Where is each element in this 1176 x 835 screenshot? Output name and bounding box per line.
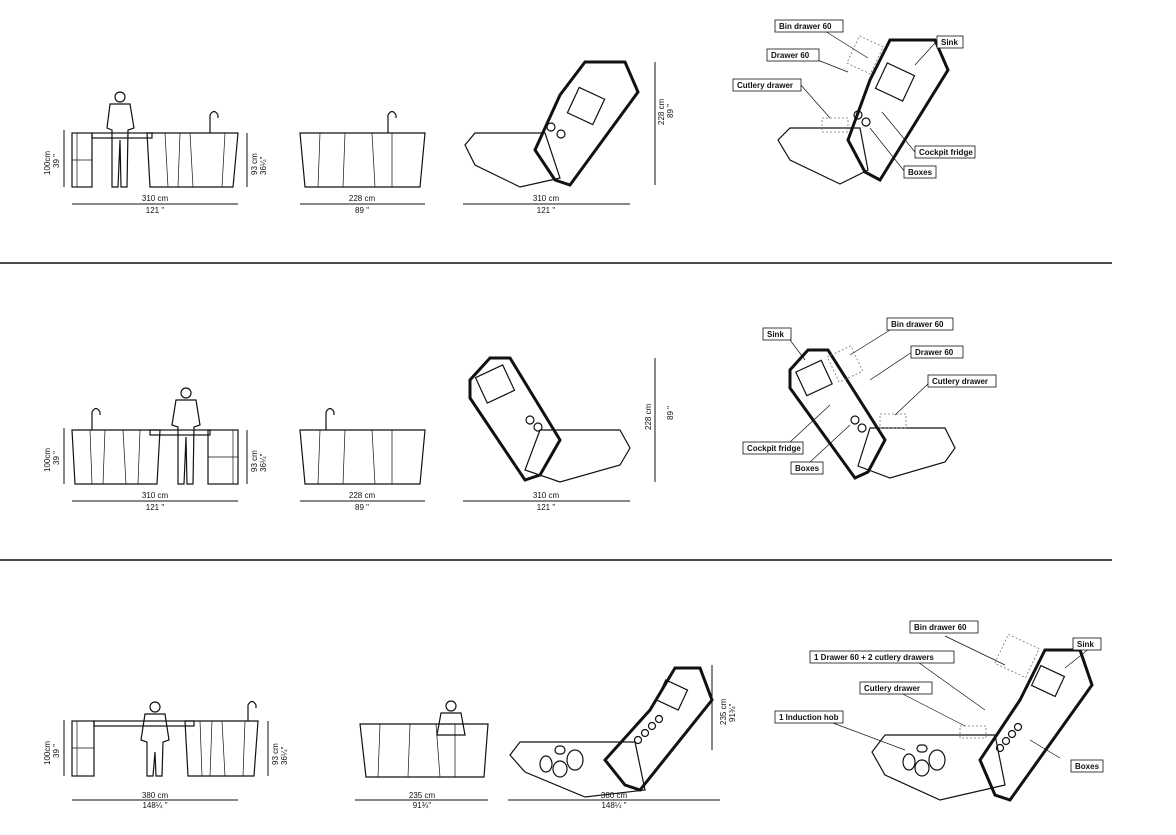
callout-drawer: Drawer 60 bbox=[771, 51, 810, 60]
counter-in: 36¼" bbox=[259, 156, 268, 175]
plan-view: 228 cm 89 " 310 cm 121 " bbox=[463, 356, 675, 512]
width-cm: 228 cm bbox=[349, 194, 376, 203]
callout-bin-drawer: Bin drawer 60 bbox=[891, 320, 944, 329]
plan-view: 235 cm 91¾" 380 cm 148¼ " bbox=[508, 665, 737, 810]
counter-in: 36¼" bbox=[259, 453, 268, 472]
width-in: 121 " bbox=[537, 503, 556, 512]
callout-sink: Sink bbox=[1077, 640, 1094, 649]
human-figure-icon bbox=[436, 700, 466, 736]
callout-cockpit-fridge: Cockpit fridge bbox=[747, 444, 801, 453]
callout-boxes: Boxes bbox=[908, 168, 933, 177]
annotated-plan: Bin drawer 60 Drawer 60 Sink Cutlery dra… bbox=[732, 19, 976, 185]
side-elevation: 228 cm 89 " bbox=[299, 110, 426, 215]
width-in: 121 " bbox=[146, 503, 165, 512]
callout-bin-drawer: Bin drawer 60 bbox=[779, 22, 832, 31]
counter-cm: 93 cm bbox=[271, 743, 280, 765]
annotated-plan: Sink Bin drawer 60 Drawer 60 Cutlery dra… bbox=[742, 317, 997, 480]
width-cm: 310 cm bbox=[533, 194, 560, 203]
width-cm: 310 cm bbox=[142, 194, 169, 203]
depth-in: 89 " bbox=[666, 406, 675, 420]
front-elevation: 100cm 39 " 93 cm 36¼" 310 cm 121 " bbox=[43, 387, 268, 512]
counter-in: 36¼" bbox=[280, 746, 289, 765]
width-cm: 380 cm bbox=[601, 791, 628, 800]
side-elevation: 228 cm 89 " bbox=[299, 407, 426, 512]
callout-sink: Sink bbox=[767, 330, 784, 339]
width-cm: 310 cm bbox=[142, 491, 169, 500]
callout-cutlery-drawer: Cutlery drawer bbox=[737, 81, 793, 90]
faucet-icon bbox=[247, 700, 257, 721]
width-in: 89 " bbox=[355, 503, 369, 512]
width-in: 91¾" bbox=[413, 801, 432, 810]
counter-cm: 93 cm bbox=[250, 450, 259, 472]
depth-cm: 228 cm bbox=[657, 98, 666, 125]
width-cm: 228 cm bbox=[349, 491, 376, 500]
side-elevation: 235 cm 91¾" bbox=[355, 700, 489, 810]
plan-view: 228 cm 89 " 310 cm 121 " bbox=[463, 60, 675, 215]
width-cm: 380 cm bbox=[142, 791, 169, 800]
annotated-plan: Bin drawer 60 Sink 1 Drawer 60 + 2 cutle… bbox=[774, 620, 1104, 802]
width-cm: 310 cm bbox=[533, 491, 560, 500]
depth-in: 91¾" bbox=[728, 703, 737, 722]
width-cm: 235 cm bbox=[409, 791, 436, 800]
callout-cockpit-fridge: Cockpit fridge bbox=[919, 148, 973, 157]
front-elevation: 100cm 39 " 93 cm 36¼" 380 cm 148¼ " bbox=[43, 700, 289, 810]
depth-in: 89 " bbox=[666, 104, 675, 118]
height-in: 39 " bbox=[52, 451, 61, 465]
depth-cm: 228 cm bbox=[644, 403, 653, 430]
callout-boxes: Boxes bbox=[795, 464, 820, 473]
row-3: 100cm 39 " 93 cm 36¼" 380 cm 148¼ " bbox=[43, 620, 1104, 810]
front-elevation: 100cm 39 " 93 cm 36¼" 310 cm 121 " bbox=[43, 91, 268, 215]
height-in: 39 " bbox=[52, 744, 61, 758]
human-figure-icon bbox=[140, 701, 170, 777]
width-in: 121 " bbox=[146, 206, 165, 215]
callout-bin-drawer: Bin drawer 60 bbox=[914, 623, 967, 632]
counter-cm: 93 cm bbox=[250, 153, 259, 175]
width-in: 121 " bbox=[537, 206, 556, 215]
height-cm: 100cm bbox=[43, 741, 52, 765]
callout-drawer: Drawer 60 bbox=[915, 348, 954, 357]
row-1: 100cm 39 " 93 cm 36¼" 310 cm 121 " 228 bbox=[43, 19, 976, 215]
callout-cutlery-drawer: Cutlery drawer bbox=[932, 377, 988, 386]
faucet-icon bbox=[387, 110, 397, 133]
width-in: 148¼ " bbox=[601, 801, 626, 810]
width-in: 148¼ " bbox=[142, 801, 167, 810]
faucet-icon bbox=[209, 110, 219, 133]
faucet-icon bbox=[325, 407, 335, 430]
width-in: 89 " bbox=[355, 206, 369, 215]
row-2: 100cm 39 " 93 cm 36¼" 310 cm 121 " 228 bbox=[43, 317, 997, 512]
height-cm: 100cm bbox=[43, 151, 52, 175]
callout-sink: Sink bbox=[941, 38, 958, 47]
height-in: 39 " bbox=[52, 154, 61, 168]
callout-boxes: Boxes bbox=[1075, 762, 1100, 771]
callout-drawer-combo: 1 Drawer 60 + 2 cutlery drawers bbox=[814, 653, 934, 662]
human-figure-icon bbox=[171, 387, 201, 485]
faucet-icon bbox=[91, 407, 101, 430]
callout-induction-hob: 1 Induction hob bbox=[779, 713, 839, 722]
depth-cm: 235 cm bbox=[719, 698, 728, 725]
human-figure-icon bbox=[106, 91, 135, 188]
callout-cutlery-drawer: Cutlery drawer bbox=[864, 684, 920, 693]
height-cm: 100cm bbox=[43, 448, 52, 472]
